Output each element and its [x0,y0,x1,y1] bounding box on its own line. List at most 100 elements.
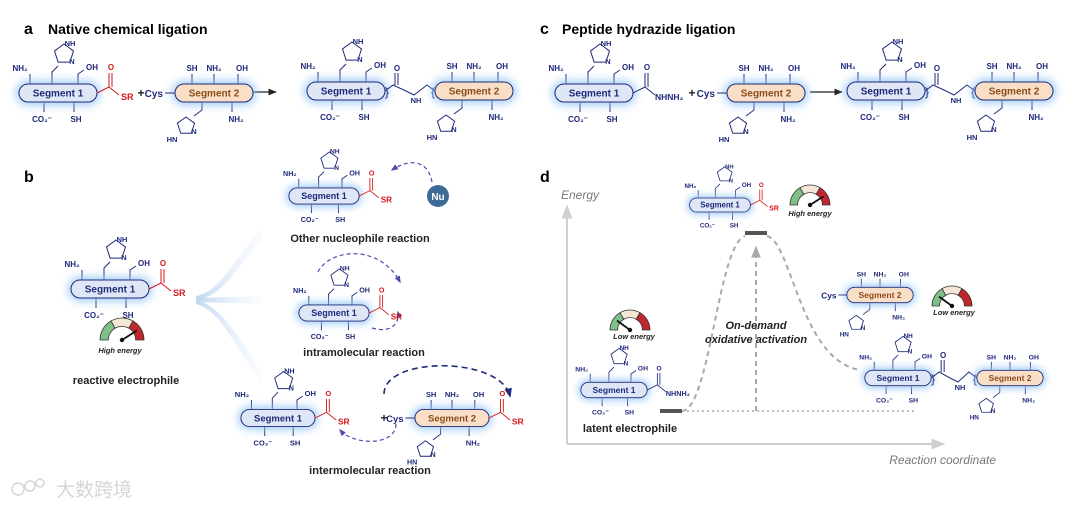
d-product-seg1-sh: SH [909,398,919,405]
d-latent-o: O [656,365,661,372]
d-product-nh: NH [955,383,966,392]
c-segment1-o: O [644,63,650,72]
watermark: 大数跨境 [11,478,132,501]
a-segment2-oh: OH [236,64,248,73]
nucleophile: Nu [427,185,449,207]
b-reactive-sr: SR [173,288,186,298]
c-segment2-nh2-bot: NH₂ [780,115,796,124]
b-reactive-nh2: NH₂ [64,260,80,269]
d-activated-sr: SR [769,205,779,212]
a-product-seg2-nh2-top: NH₂ [466,62,482,71]
intermolecular-label: intermolecular reaction [309,465,431,477]
c-segment1-pill-label: Segment 1 [569,89,620,100]
panel-d-letter: d [540,169,550,186]
a-product-nh: NH [411,96,422,105]
d-product-seg2-hn: HN [970,415,980,422]
panel-b-letter: b [24,169,34,186]
b-intermolecular-seg2-pill [414,408,490,428]
a-product-seg2-hn: HN [427,133,438,142]
c-product-nh: NH [951,96,962,105]
b-intermolecular-seg2-cys: Cys [386,414,403,425]
panel-a-heading: a Native chemical ligation [24,21,208,38]
c-product-seg2-oh: OH [1036,62,1048,71]
x-axis-label: Reaction coordinate [889,453,996,467]
c-product-seg1-sh: SH [898,113,909,122]
d-activated-sh: SH [730,223,739,230]
b-gauge-needle-pivot [119,337,125,343]
d-activated-pill [689,197,751,213]
c-product-seg2-sh: SH [986,62,997,71]
b-reactive-n: N [121,253,126,262]
c-product-seg1-n: N [897,55,902,64]
d-product-seg2-pill [976,369,1044,387]
d-product-seg2-pill-label: Segment 2 [989,373,1032,383]
b-intramolecular-sh: SH [345,332,355,341]
b-intermolecular-seg2-sh: SH [426,390,437,399]
a-segment1-pill-label: Segment 1 [33,89,84,100]
d-product-seg1-pill-label: Segment 1 [877,373,920,383]
b-intermolecular-seg2-pill-label: Segment 2 [428,413,476,424]
d-activated-n: N [729,178,733,184]
b-intramolecular-oh: OH [359,285,370,294]
c-product-seg1-co2: CO₂⁻ [860,113,880,122]
c-product-seg1-pill-label: Segment 1 [861,87,912,98]
d-product-seg1-oh: OH [922,353,932,360]
a-segment2-pill-label: Segment 2 [189,89,240,100]
b-intramolecular-n: N [344,282,349,289]
d-latent-nh2: NH₂ [575,366,588,373]
d-product-seg2-oh: OH [1029,354,1039,361]
a-segment1-sh: SH [70,115,81,124]
c-product-linker: ONH}{ [924,64,976,105]
a-product-break-left: } [385,85,389,99]
d-activated-o: O [759,182,764,189]
c-product-seg2-pill [974,81,1054,101]
d-gauge-low-left [609,309,651,333]
c-product-seg2-n: N [991,125,996,134]
b-intermolecular-seg1-pill-label: Segment 1 [254,413,303,424]
other-nucleophile-label: Other nucleophile reaction [290,233,430,245]
reactive-electrophile-label: reactive electrophile [73,375,179,387]
b-intermolecular-seg1-oh: OH [305,389,316,398]
a-product-seg1-n: N [357,55,362,64]
c-segment2-n: N [743,127,748,136]
b-reactive-pill-label: Segment 1 [85,285,136,296]
d-activated-pill-label: Segment 1 [700,201,740,210]
d-activated-oh: OH [742,182,752,189]
d-gauge-low-right [931,285,973,309]
a-product-seg2-n: N [451,125,456,134]
b-plus: + [380,411,387,425]
b-gauge [99,317,145,343]
a-product-seg2-nh2-bot: NH₂ [488,113,504,122]
d-activated-nh2: NH₂ [684,183,696,190]
b-intermolecular-seg1-o: O [325,389,331,398]
c-segment1-oh: OH [622,63,634,72]
c-product-seg1-nh2: NH₂ [840,62,856,71]
intermolecular-arrow-top [383,364,512,398]
c-segment1-nh2: NH₂ [548,64,564,73]
b-other-nucleophile-nh: NH [330,149,340,156]
a-plus: + [137,86,144,100]
a-product-seg1-sh: SH [358,113,369,122]
a-product-linker: ONH}{ [384,64,436,105]
d-segment2-oh: OH [899,271,909,278]
b-other-nucleophile-sr: SR [381,195,392,204]
d-segment2-hn: HN [840,332,850,339]
d-product-seg2-n: N [991,408,996,415]
d-segment2-nh2-top: NH₂ [874,271,887,278]
b-intramolecular-nh2: NH₂ [293,286,307,295]
a-product-seg1-nh2: NH₂ [300,62,316,71]
d-product-seg1-n: N [908,348,913,355]
d-product-break-left: } [931,372,935,386]
a-product-seg1-co2: CO₂⁻ [320,113,340,122]
d-gauge-low-right-needle-pivot [949,303,955,309]
c-segment2-sh: SH [738,64,749,73]
